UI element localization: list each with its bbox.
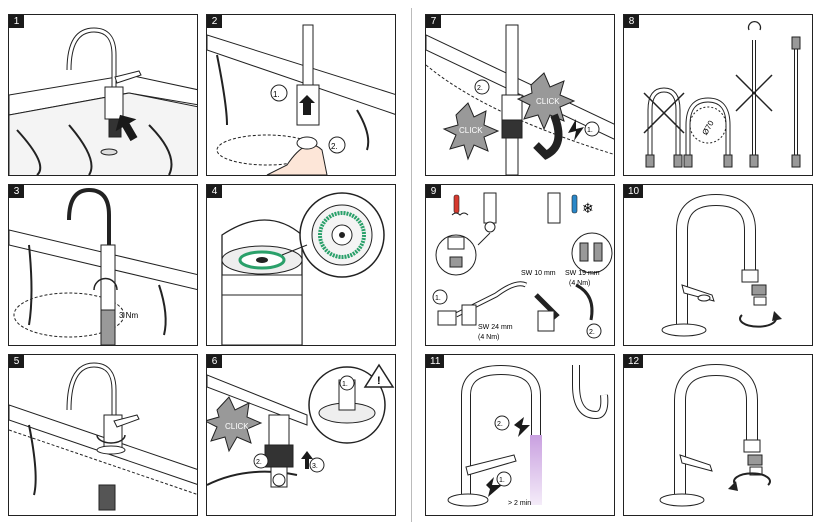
callout-1: 1. (435, 295, 441, 302)
click-label: CLICK (459, 126, 483, 135)
warning-icon: ! (377, 375, 381, 387)
step-number: 2 (207, 15, 222, 28)
callout-2: 2. (331, 142, 338, 151)
water-flow (530, 435, 542, 505)
click-connection-illustration: CLICK 2. 3. 1. ! (207, 363, 395, 488)
callout-1: 1. (273, 90, 280, 99)
callout-2: 2. (589, 329, 595, 336)
torque-24: (4 Nm) (478, 334, 499, 341)
wrench-size-24: SW 24 mm (478, 324, 513, 331)
panel-step-5: 5 (8, 354, 198, 516)
panel-step-12: 12 (623, 354, 813, 516)
hose-connection-illustration: 3 Nm (9, 187, 197, 345)
wrench-size-10: SW 10 mm (521, 270, 556, 277)
panel-step-4: 4 (206, 184, 396, 346)
panel-step-3: 3 3 Nm (8, 184, 198, 346)
aerator-reinstall-illustration (659, 363, 771, 507)
callout-2: 2. (256, 459, 262, 466)
panel-step-7: 7 CLICK CLICK 2. 1. (425, 14, 615, 176)
callout-1: 1. (499, 477, 505, 484)
diameter-label: Ø70 (700, 119, 716, 137)
hose-bend-illustration: Ø70 (643, 20, 801, 168)
panel-step-2: 2 1. 2. (206, 14, 396, 176)
flushing-illustration: 2. 1. > 2 min (447, 364, 609, 507)
panel-step-1: 1 (8, 14, 198, 176)
step-number: 7 (426, 15, 441, 28)
faucet-mounted-illustration (9, 362, 197, 511)
step-number: 1 (9, 15, 24, 28)
step-number: 6 (207, 355, 222, 368)
torque-label: 3 Nm (119, 311, 138, 320)
click-label: CLICK (536, 97, 560, 106)
step-number: 4 (207, 185, 222, 198)
step-number: 11 (426, 355, 445, 368)
panel-step-10: 10 (623, 184, 813, 346)
valve-connection-illustration: ❄ SW 10 mm SW 19 mm (4 Nm) SW 24 mm (4 N… (432, 192, 613, 341)
callout-3: 3. (312, 463, 318, 470)
aerator-removal-illustration (661, 193, 782, 337)
panel-step-11: 11 2. 1. > 2 min (425, 354, 615, 516)
torque-19: (4 Nm) (569, 280, 590, 287)
hose-click-illustration: CLICK CLICK 2. 1. (426, 24, 614, 175)
filter-illustration (221, 192, 385, 345)
duration-label: > 2 min (508, 500, 531, 507)
center-divider (411, 8, 412, 522)
faucet-insertion-illustration (9, 27, 197, 175)
wrench-size-19: SW 19 mm (565, 270, 600, 277)
step-number: 8 (624, 15, 639, 28)
callout-2: 2. (497, 421, 503, 428)
panel-step-6: 6 CLICK 2. 3. 1. ! (206, 354, 396, 516)
step-number: 3 (9, 185, 24, 198)
panel-step-8: 8 Ø70 (623, 14, 813, 176)
step-number: 10 (624, 185, 644, 198)
click-label: CLICK (225, 422, 249, 431)
panel-step-9: 9 ❄ SW 10 mm SW 19 mm (4 Nm) SW 24 mm (4… (425, 184, 615, 346)
step-number: 5 (9, 355, 24, 368)
callout-1: 1. (587, 127, 593, 134)
step-number: 12 (624, 355, 644, 368)
callout-1: 1. (342, 381, 348, 388)
step-number: 9 (426, 185, 441, 198)
nut-tightening-illustration: 1. 2. (207, 24, 395, 175)
callout-2: 2. (477, 85, 483, 92)
snowflake-icon: ❄ (582, 200, 594, 216)
